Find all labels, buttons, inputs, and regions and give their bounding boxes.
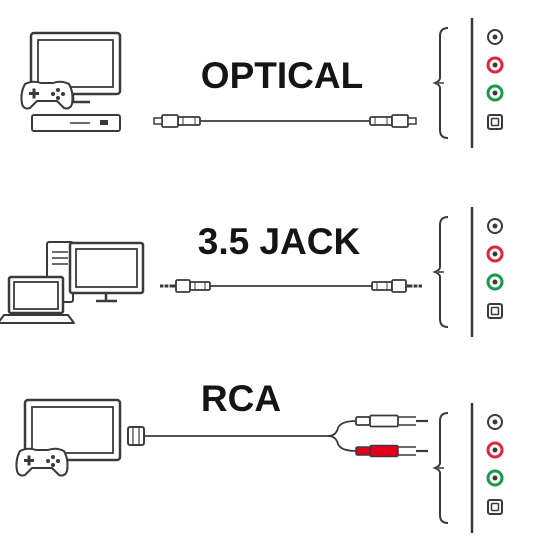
- rca-source-plug: [127, 426, 145, 446]
- section-rca: RCA: [15, 378, 504, 535]
- optical-plug-left: [153, 114, 201, 128]
- rca-white-plug: [354, 414, 430, 428]
- section-label-jack: 3.5 JACK: [198, 221, 361, 262]
- rca-cable: [127, 414, 430, 458]
- audio-input-panel: [433, 205, 504, 339]
- jack-plug-left: [158, 278, 212, 294]
- optical-plug-right: [369, 114, 417, 128]
- section-jack: 3.5 JACK: [0, 205, 504, 339]
- gamepad-icon: [20, 80, 74, 110]
- section-label-optical: OPTICAL: [201, 55, 363, 96]
- jack-cable: [158, 278, 424, 294]
- jack-plug-right: [370, 278, 424, 294]
- rca-red-plug: [355, 444, 428, 458]
- laptop-icon: [0, 275, 75, 324]
- game-console-icon: [31, 114, 121, 132]
- optical-cable: [153, 114, 417, 128]
- tv-monitor-icon: [23, 398, 122, 462]
- audio-input-panel: [433, 401, 504, 535]
- tv-monitor-icon: [29, 31, 122, 104]
- audio-input-panel: [433, 16, 504, 150]
- gamepad-icon: [15, 447, 69, 477]
- desktop-monitor-icon: [68, 241, 145, 303]
- section-optical: OPTICAL: [20, 16, 504, 150]
- section-label-rca: RCA: [201, 378, 281, 419]
